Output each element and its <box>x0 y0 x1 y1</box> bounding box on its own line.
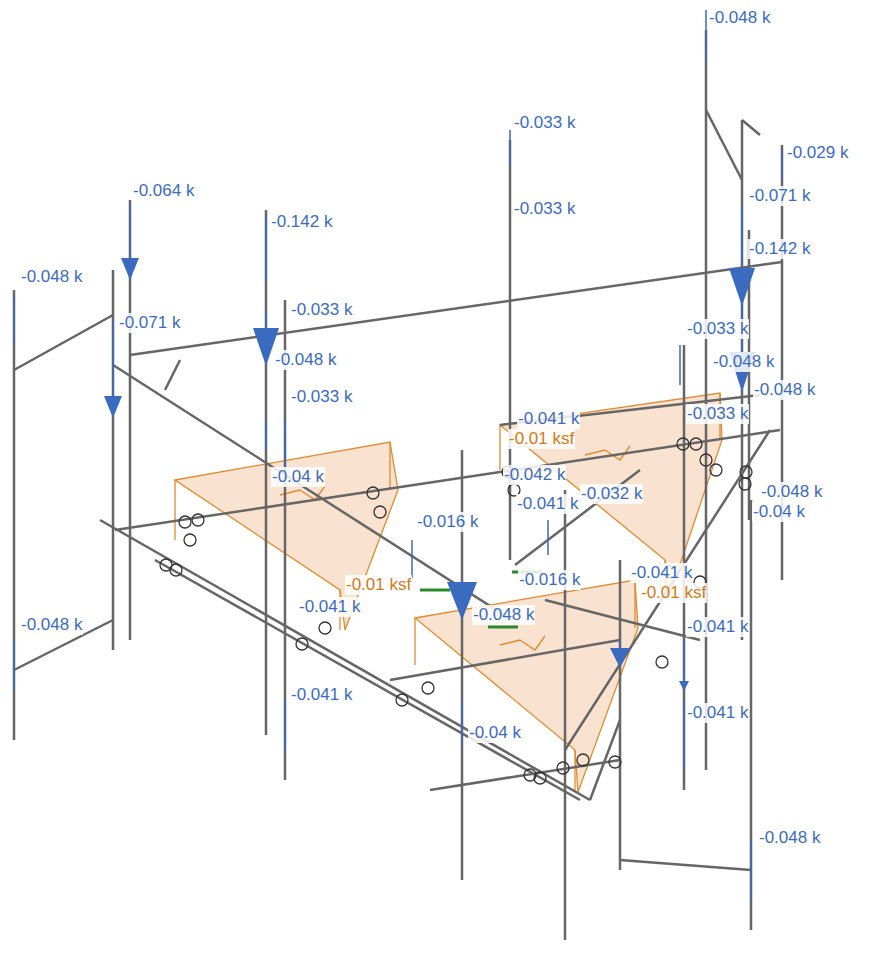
point-load-label: -0.041 k <box>686 617 749 637</box>
point-load-label: -0.048 k <box>712 352 775 372</box>
area-load-label: -0.01 ksf <box>508 429 575 449</box>
point-load-label: -0.033 k <box>686 404 749 424</box>
point-load-label: -0.016 k <box>518 570 581 590</box>
load-heads <box>104 258 755 668</box>
point-load-label: -0.041 k <box>298 597 361 617</box>
point-load-label: -0.029 k <box>786 143 849 163</box>
point-load-label: -0.041 k <box>686 703 749 723</box>
point-load-label: -0.071 k <box>748 186 811 206</box>
point-load-label: -0.048 k <box>708 8 771 28</box>
area-load-label: -0.01 ksf <box>640 583 707 603</box>
point-load-label: -0.048 k <box>20 267 83 287</box>
point-load-label: -0.048 k <box>274 350 337 370</box>
area-load-label: -0.01 ksf <box>345 575 412 595</box>
area-load <box>175 393 722 792</box>
point-load-label: -0.041 k <box>516 494 579 514</box>
point-load-label: -0.142 k <box>748 239 811 259</box>
point-load-label: -0.048 k <box>753 380 816 400</box>
point-load-label: -0.033 k <box>290 300 353 320</box>
point-load-label: -0.016 k <box>416 512 479 532</box>
hinge-symbols <box>160 438 752 784</box>
load-arrows <box>14 10 782 900</box>
point-load-label: -0.041 k <box>630 563 693 583</box>
point-load-label: -0.041 k <box>290 685 353 705</box>
point-load-label: -0.048 k <box>472 605 535 625</box>
point-load-label: -0.042 k <box>503 465 566 485</box>
point-load-label: -0.048 k <box>760 482 823 502</box>
point-load-label: -0.032 k <box>580 484 643 504</box>
point-load-label: -0.064 k <box>132 181 195 201</box>
point-load-label: -0.04 k <box>468 723 522 743</box>
point-load-label: -0.04 k <box>752 502 806 522</box>
point-load-label: -0.048 k <box>758 828 821 848</box>
point-load-label: -0.04 k <box>271 467 325 487</box>
point-load-label: -0.142 k <box>270 212 333 232</box>
point-load-label: -0.033 k <box>513 113 576 133</box>
point-load-label: -0.048 k <box>20 615 83 635</box>
point-load-label: -0.033 k <box>686 319 749 339</box>
point-load-label: -0.071 k <box>118 313 181 333</box>
point-load-label: -0.033 k <box>513 199 576 219</box>
frame-members <box>14 30 782 940</box>
point-load-label: -0.041 k <box>517 409 580 429</box>
point-load-label: -0.033 k <box>290 387 353 407</box>
